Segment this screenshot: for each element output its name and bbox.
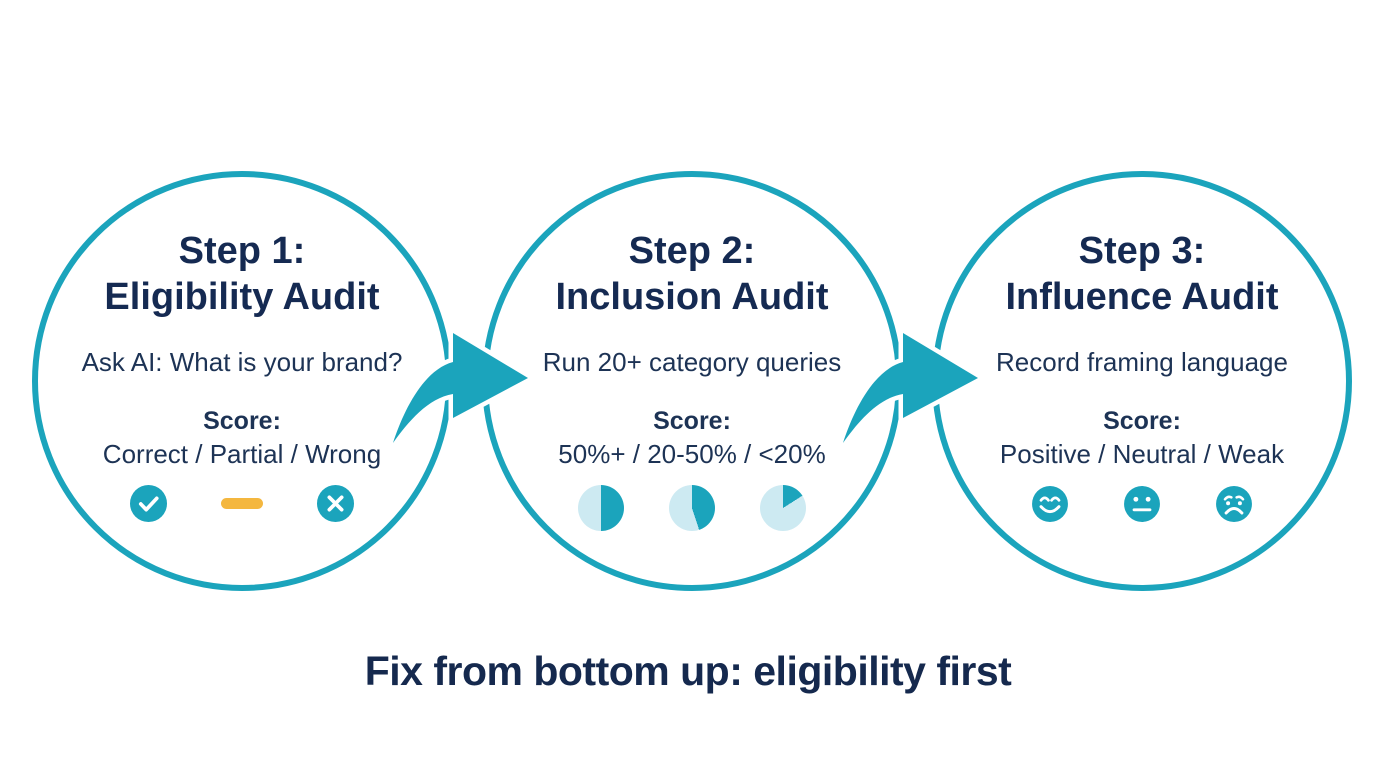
dash-icon — [221, 498, 263, 510]
step-3-icons-row — [1031, 485, 1253, 523]
step-1-score-label: Score: — [203, 407, 281, 436]
step-2-circle: Step 2: Inclusion Audit Run 20+ category… — [482, 171, 902, 591]
step-3-content: Step 3: Influence Audit Record framing l… — [938, 177, 1346, 585]
step-1-title: Step 1: Eligibility Audit — [104, 229, 379, 320]
step-1-icons-row — [130, 485, 354, 523]
step-3-title-line1: Step 3: — [1078, 230, 1206, 272]
check-circle-icon — [130, 485, 167, 523]
step-3-circle: Step 3: Influence Audit Record framing l… — [932, 171, 1352, 591]
arrow-step1-to-step2-icon — [388, 330, 533, 448]
step-1-score-scale: Correct / Partial / Wrong — [102, 439, 382, 470]
step-2-title-line2: Inclusion Audit — [555, 275, 829, 318]
sad-face-icon — [1216, 486, 1252, 523]
step-1-title-line1: Step 1: — [178, 230, 306, 272]
step-2-score-label: Score: — [653, 407, 731, 436]
step-1-description: Ask AI: What is your brand? — [81, 347, 403, 378]
step-1-title-line2: Eligibility Audit — [104, 275, 380, 318]
step-2-content: Step 2: Inclusion Audit Run 20+ category… — [488, 177, 896, 585]
caption-text: Fix from bottom up: eligibility first — [364, 648, 1012, 694]
step-3-description: Record framing language — [996, 347, 1288, 378]
step-2-icons-row — [578, 485, 806, 532]
step-3-score-label: Score: — [1103, 407, 1181, 436]
step-3-score-scale: Positive / Neutral / Weak — [999, 439, 1285, 470]
x-circle-icon — [317, 485, 354, 523]
pie-half-icon — [578, 485, 624, 532]
step-1-circle: Step 1: Eligibility Audit Ask AI: What i… — [32, 171, 452, 591]
step-3-title: Step 3: Influence Audit — [1005, 229, 1278, 320]
pie-small-wedge-icon — [760, 485, 806, 532]
step-2-title: Step 2: Inclusion Audit — [555, 229, 828, 320]
arrow-step2-to-step3-icon — [838, 330, 983, 448]
pie-partial-icon — [669, 485, 715, 532]
step-2-score-scale: 50%+ / 20-50% / <20% — [558, 439, 826, 470]
step-1-content: Step 1: Eligibility Audit Ask AI: What i… — [38, 177, 446, 585]
neutral-face-icon — [1124, 486, 1160, 523]
smiley-face-icon — [1032, 486, 1068, 523]
step-2-description: Run 20+ category queries — [542, 347, 842, 378]
step-3-title-line2: Influence Audit — [1005, 275, 1279, 318]
step-2-title-line1: Step 2: — [628, 230, 756, 272]
